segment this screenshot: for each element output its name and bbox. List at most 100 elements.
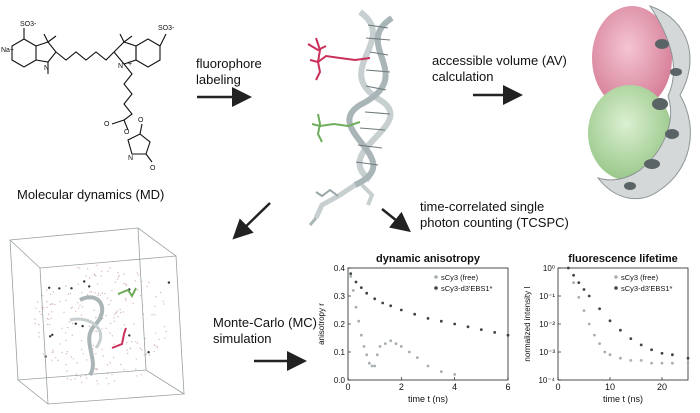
solvent-particle	[95, 330, 98, 333]
x-axis-label: time t (ns)	[408, 394, 448, 404]
solvent-particle	[52, 351, 54, 353]
solvent-particle	[61, 351, 63, 354]
data-point	[394, 342, 398, 345]
data-point	[671, 361, 674, 365]
data-point	[383, 342, 387, 345]
solvent-particle	[107, 383, 110, 385]
solvent-particle	[72, 358, 75, 360]
solvent-particle	[82, 353, 84, 355]
data-point	[577, 295, 581, 299]
solvent-particle	[64, 332, 67, 334]
solvent-particle	[141, 349, 143, 351]
y-tick-label: 10⁻²	[539, 320, 555, 329]
data-point	[378, 345, 382, 348]
solvent-particle	[163, 326, 166, 328]
data-point	[426, 317, 430, 320]
carbonyl-oxygen-label: O	[104, 121, 110, 128]
solvent-particle	[155, 296, 157, 298]
data-point	[608, 319, 612, 323]
right-benzene-ring	[135, 38, 161, 68]
solvent-particle	[118, 274, 120, 277]
data-point	[577, 281, 581, 284]
solvent-particle	[34, 318, 36, 320]
data-point	[373, 297, 377, 301]
legend-entry: sCy3 (free)	[441, 273, 479, 282]
solvent-particle	[158, 338, 160, 340]
y-tick-label: 0.1	[334, 348, 346, 357]
charge-label: +	[128, 61, 132, 68]
solvent-particle	[151, 314, 153, 316]
rna-surface	[596, 5, 691, 199]
solvent-particle	[102, 317, 104, 319]
solvent-particle	[52, 291, 55, 293]
solvent-particle	[117, 316, 119, 318]
solvent-particle	[101, 348, 103, 350]
solvent-particle	[94, 330, 96, 332]
y-tick-label: 10⁰	[543, 264, 555, 273]
data-point	[587, 322, 591, 326]
solvent-particle	[117, 276, 120, 278]
nhs-ring	[127, 133, 151, 155]
solvent-particle	[97, 294, 99, 296]
solvent-particle	[106, 364, 109, 366]
solvent-particle	[86, 294, 89, 296]
sulfonate-left-label: SO3-	[20, 21, 37, 28]
ion-particle	[48, 286, 51, 289]
solvent-particle	[111, 290, 113, 292]
solvent-particle	[67, 326, 69, 329]
fluorophore-labeling-line2: labeling	[196, 72, 241, 87]
data-point	[359, 333, 363, 337]
solvent-particle	[102, 355, 104, 357]
data-point	[367, 361, 371, 365]
data-point	[354, 305, 358, 309]
y-tick-label: 0.2	[334, 320, 346, 329]
red-dye	[307, 37, 371, 81]
nhs-oxygen-top-label: O	[138, 117, 144, 124]
ion-particle	[147, 351, 150, 354]
data-point	[650, 348, 653, 352]
y-tick-label: 10⁻¹	[539, 292, 555, 301]
data-point	[415, 356, 419, 359]
ion-particle	[81, 324, 84, 328]
solvent-particle	[38, 323, 40, 326]
solvent-particle	[80, 340, 83, 342]
data-point	[660, 351, 664, 355]
data-point	[354, 280, 358, 284]
solvent-particle	[48, 323, 51, 326]
solvent-particle	[38, 336, 40, 338]
data-point	[375, 353, 379, 357]
solvent-particle	[136, 342, 139, 344]
solvent-particle	[81, 306, 84, 308]
av-calculation-line2: calculation	[432, 69, 493, 84]
solvent-particle	[126, 352, 129, 355]
solvent-particle	[92, 344, 95, 347]
x-tick-label: 20	[657, 382, 667, 392]
data-point	[603, 350, 607, 354]
solvent-particle	[100, 275, 103, 277]
y-tick-label: 10⁻³	[539, 348, 555, 357]
data-point	[479, 328, 483, 331]
data-point	[686, 356, 690, 360]
data-point	[671, 353, 674, 357]
x-tick-label: 0	[555, 382, 560, 392]
x-tick-label: 0	[345, 382, 350, 392]
y-tick-label: 0.0	[334, 376, 346, 385]
solvent-particle	[87, 268, 89, 270]
data-point	[639, 343, 643, 347]
solvent-particle	[136, 289, 139, 291]
legend-marker	[434, 275, 438, 279]
data-point	[598, 342, 601, 345]
solvent-particle	[116, 310, 119, 312]
data-point	[453, 373, 457, 376]
solvent-particle	[65, 364, 67, 366]
solvent-particle	[99, 294, 102, 296]
solvent-particle	[111, 373, 113, 376]
solvent-particle	[134, 280, 136, 282]
data-point	[686, 361, 690, 365]
solvent-particle	[46, 300, 48, 303]
solvent-particle	[38, 332, 40, 334]
solvent-particle	[156, 347, 158, 349]
data-point	[582, 288, 586, 291]
